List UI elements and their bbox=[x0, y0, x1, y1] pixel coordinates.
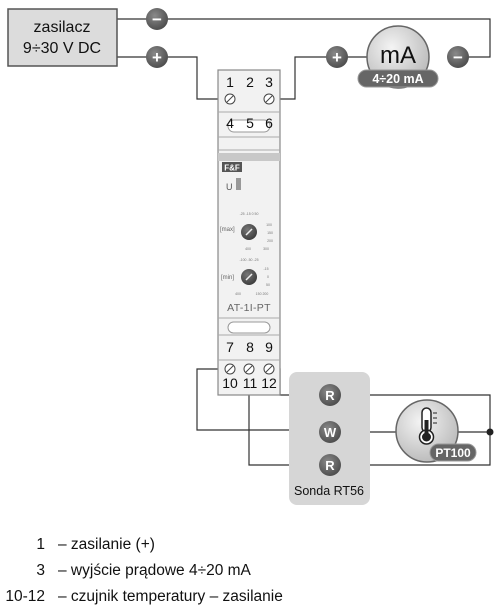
svg-text:400: 400 bbox=[245, 247, 251, 251]
wire-output-to-meter bbox=[268, 56, 367, 100]
terminal-8: 8 bbox=[246, 339, 254, 355]
terminal-5: 5 bbox=[246, 115, 254, 131]
junction-dot bbox=[486, 428, 494, 436]
power-supply-line2: 9÷30 V DC bbox=[23, 40, 101, 57]
legend-row: 3 – wyjście prądowe 4÷20 mA bbox=[0, 562, 500, 588]
terminal-12: 12 bbox=[261, 375, 277, 391]
legend-number: 1 bbox=[36, 536, 45, 553]
meter-symbol: mA bbox=[380, 42, 416, 69]
terminal-1: 1 bbox=[226, 74, 234, 90]
brand-logo: F&F bbox=[224, 164, 240, 173]
screw-terminals-top bbox=[224, 93, 275, 105]
wire-supply-plus bbox=[117, 56, 230, 100]
min-knob: -100 -50 -25 -15 0 50 150 200 400 [min] bbox=[221, 258, 270, 296]
svg-text:R: R bbox=[325, 458, 335, 473]
svg-text:150 200: 150 200 bbox=[256, 292, 269, 296]
svg-text:400: 400 bbox=[235, 292, 241, 296]
terminal-11: 11 bbox=[243, 375, 258, 391]
legend-row: 10-12 – czujnik temperatury – zasilanie bbox=[0, 588, 500, 614]
milliammeter: mA 4÷20 mA bbox=[357, 25, 439, 89]
svg-text:0: 0 bbox=[267, 275, 269, 279]
terminal-7: 7 bbox=[226, 339, 234, 355]
svg-text:−: − bbox=[453, 48, 463, 67]
wire-supply-minus bbox=[117, 18, 491, 58]
legend-row: 1 – zasilanie (+) bbox=[0, 536, 500, 562]
plus-badge-meter: + bbox=[326, 46, 348, 68]
terminal-3: 3 bbox=[265, 74, 273, 90]
svg-text:R: R bbox=[325, 388, 335, 403]
terminal-2: 2 bbox=[246, 74, 254, 90]
svg-text:300: 300 bbox=[263, 247, 269, 251]
meter-range: 4÷20 mA bbox=[372, 72, 423, 86]
terminal-9: 9 bbox=[265, 339, 273, 355]
max-knob: -25 -15 0 50 100 150 200 300 400 [max] bbox=[220, 212, 273, 251]
svg-text:−: − bbox=[152, 10, 162, 29]
svg-text:150: 150 bbox=[267, 231, 273, 235]
legend-description: – zasilanie (+) bbox=[58, 536, 155, 553]
minus-badge-supply: − bbox=[146, 8, 168, 30]
svg-text:-15: -15 bbox=[263, 267, 268, 271]
legend-number: 3 bbox=[36, 562, 45, 579]
legend-description: – czujnik temperatury – zasilanie bbox=[58, 588, 283, 605]
sensor-label: PT100 bbox=[435, 446, 471, 460]
minus-badge-meter: − bbox=[447, 46, 469, 68]
wire-probe-r-top bbox=[340, 394, 491, 432]
device-model: AT-1I-PT bbox=[227, 302, 271, 314]
knob-max-label: [max] bbox=[220, 227, 235, 233]
wire-terminal-10 bbox=[196, 368, 320, 431]
led-indicator bbox=[236, 178, 241, 190]
probe-title: Sonda RT56 bbox=[294, 484, 364, 498]
svg-text:200: 200 bbox=[267, 239, 273, 243]
wire-label-w: W bbox=[319, 421, 341, 443]
wire-label-r-top: R bbox=[319, 384, 341, 406]
power-supply-line1: zasilacz bbox=[34, 19, 91, 36]
knob-min-label: [min] bbox=[221, 275, 234, 281]
svg-text:+: + bbox=[332, 48, 342, 67]
svg-text:W: W bbox=[324, 425, 337, 440]
svg-text:-100 -50 -25: -100 -50 -25 bbox=[239, 258, 258, 262]
legend-number: 10-12 bbox=[5, 588, 45, 605]
svg-text:-25 -15 0 50: -25 -15 0 50 bbox=[240, 212, 259, 216]
svg-text:50: 50 bbox=[266, 283, 270, 287]
svg-text:100: 100 bbox=[266, 223, 272, 227]
terminal-legend: 1 – zasilanie (+) 3 – wyjście prądowe 4÷… bbox=[0, 536, 500, 614]
screw-terminals-bottom bbox=[224, 363, 275, 375]
terminal-6: 6 bbox=[265, 115, 273, 131]
terminal-10: 10 bbox=[222, 375, 238, 391]
din-rail-module: 1 2 3 4 5 6 7 8 9 10 11 12 F&F U -25 -15… bbox=[217, 69, 281, 396]
terminal-4: 4 bbox=[226, 115, 234, 131]
legend-description: – wyjście prądowe 4÷20 mA bbox=[58, 562, 251, 579]
thermometer-icon bbox=[418, 407, 437, 445]
plus-badge-supply: + bbox=[146, 46, 168, 68]
wire-label-r-bottom: R bbox=[319, 454, 341, 476]
power-supply: zasilacz 9÷30 V DC bbox=[7, 8, 118, 67]
wiring-diagram: zasilacz 9÷30 V DC − + + − mA 4÷20 mA bbox=[7, 8, 494, 505]
pt100-sensor: PT100 bbox=[395, 399, 477, 463]
probe-rt56: Sonda RT56 R W R bbox=[289, 372, 370, 505]
wire-probe-r-bottom bbox=[340, 432, 491, 466]
svg-text:+: + bbox=[152, 48, 162, 67]
led-label: U bbox=[226, 182, 233, 192]
